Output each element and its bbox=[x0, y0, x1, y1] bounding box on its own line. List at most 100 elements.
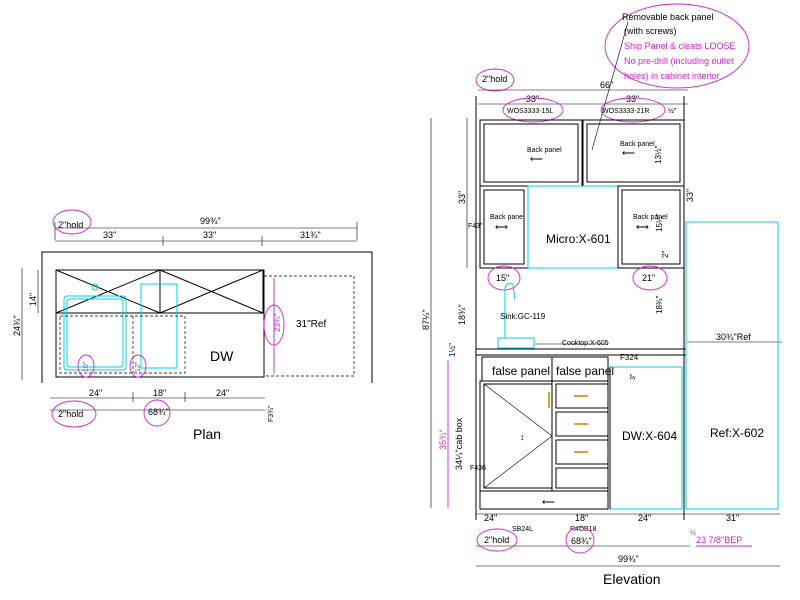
cloud-small bbox=[77, 354, 95, 378]
arrow-icon: ↕ bbox=[520, 432, 525, 442]
note-line-1: Removable back panel bbox=[622, 12, 714, 22]
drawer-1 bbox=[555, 383, 609, 409]
elev-title: Elevation bbox=[603, 571, 661, 587]
cloud-15 bbox=[487, 265, 521, 291]
dim-small-top: ½" bbox=[668, 107, 677, 115]
plan-bot-total: 68¾" bbox=[148, 407, 169, 417]
drawer-handle-1 bbox=[574, 395, 588, 397]
sink-basin bbox=[497, 337, 535, 349]
hold-cloud-top bbox=[52, 209, 92, 235]
door-handle bbox=[548, 392, 550, 408]
plan-sink-inner bbox=[66, 298, 124, 368]
elev-overall-width: 99¾" bbox=[618, 554, 639, 564]
plan-sink-dim-1: 10" bbox=[83, 361, 90, 372]
plan-hold-top: 2"hold bbox=[58, 220, 83, 230]
plan-sink-dim-2: 12" bbox=[135, 361, 142, 372]
filler-left: F43" bbox=[468, 223, 483, 230]
sb24l-label: SB24L bbox=[512, 526, 533, 533]
plan-depth-upper: 14" bbox=[28, 293, 38, 306]
toe-kick bbox=[479, 490, 609, 510]
plan-bot-24b: 24" bbox=[216, 388, 229, 398]
countertop bbox=[475, 348, 687, 356]
upper-cab-left-inner bbox=[483, 123, 579, 183]
note-line-3: Ship Panel & cleats LOOSE bbox=[624, 41, 736, 51]
back-panel-1: Back panel bbox=[527, 147, 562, 154]
cloud-total bbox=[143, 399, 171, 427]
ref-label: Ref:X-602 bbox=[710, 426, 764, 440]
plan-cooktop bbox=[140, 283, 178, 369]
plan-view: 99¾" 33" 33" 31¾" 2"hold 10" 12" bbox=[12, 209, 373, 442]
overall-height: 87¼" bbox=[421, 309, 431, 330]
plan-depth-total: 24¾" bbox=[12, 315, 22, 336]
dim-35: 35¾" bbox=[438, 429, 448, 450]
plan-faucet bbox=[91, 283, 99, 291]
elev-upper-right: 33" bbox=[626, 94, 639, 104]
false-panel-1-label: false panel bbox=[492, 364, 550, 378]
elev-bot-18: 18" bbox=[575, 513, 588, 523]
cooktop-label: Cooktop:X-605 bbox=[562, 340, 609, 347]
microwave bbox=[527, 185, 619, 269]
cloud-ref bbox=[263, 304, 285, 346]
drawer-4 bbox=[555, 467, 609, 489]
elev-bot-24a: 24" bbox=[484, 513, 497, 523]
side-cab-left-inner bbox=[483, 189, 525, 265]
wall-right-code: WOS3333-21R bbox=[602, 108, 649, 115]
code-cloud-right bbox=[600, 97, 666, 123]
plan-title: Plan bbox=[193, 426, 221, 442]
false-panel-2-label: false panel bbox=[556, 364, 614, 378]
dim-2: 2" bbox=[661, 251, 670, 258]
plan-overall-width: 99¾" bbox=[200, 216, 221, 226]
hold-cloud-bottom bbox=[51, 400, 97, 428]
ref-width: 30¾"Ref bbox=[716, 332, 751, 342]
cloud-total bbox=[565, 526, 595, 554]
plan-bot-24a: 24" bbox=[89, 388, 102, 398]
upper-cab-right-inner bbox=[586, 123, 681, 183]
dim-1-5: 1½" bbox=[448, 343, 457, 357]
side-cab-right-inner bbox=[621, 189, 681, 265]
hold-cloud-bottom bbox=[476, 528, 518, 552]
elev-bot-24b: 24" bbox=[638, 513, 651, 523]
code-cloud-left bbox=[502, 97, 564, 123]
faucet bbox=[504, 283, 516, 338]
upper-height: 33" bbox=[457, 191, 467, 204]
plan-dw-label: DW bbox=[210, 348, 234, 364]
plan-room-outline bbox=[41, 251, 373, 383]
plan-bot-18: 18" bbox=[153, 388, 166, 398]
f436-label: F436 bbox=[470, 465, 486, 472]
plan-ref-depth: 23¾" bbox=[273, 313, 282, 332]
elev-upper-left: 33" bbox=[526, 94, 539, 104]
dim-21w: 21" bbox=[642, 273, 655, 283]
bep-small: ½ bbox=[690, 529, 696, 537]
cab-box: 34¼"cab box bbox=[454, 417, 464, 470]
plan-hold-bottom: 2"hold bbox=[58, 409, 83, 419]
dim-18a: 18¾" bbox=[457, 304, 467, 325]
elev-bot-31: 31" bbox=[726, 513, 739, 523]
door-swing bbox=[483, 435, 553, 489]
plan-x-line bbox=[55, 269, 161, 314]
plan-ref-label: 31"Ref bbox=[296, 319, 326, 330]
drawer-3 bbox=[555, 439, 609, 465]
cloud-21 bbox=[632, 265, 668, 291]
arrow-icon: ⟷ bbox=[495, 222, 508, 232]
elev-bot-total: 68¾" bbox=[571, 536, 592, 546]
refrigerator bbox=[685, 221, 779, 510]
drawer-handle-2 bbox=[574, 423, 588, 425]
note-line-5: holes) in cabinet interior bbox=[624, 71, 720, 81]
cloud-small bbox=[129, 354, 147, 378]
arrow-icon: ⟵ bbox=[622, 148, 635, 158]
arrow-icon: ⟵ bbox=[542, 497, 555, 507]
plan-seg-mid: 33" bbox=[203, 230, 216, 240]
dw-label: DW:X-604 bbox=[622, 429, 677, 443]
arrow-icon: ⟵ bbox=[530, 154, 543, 164]
plan-fill-right: F3¾" bbox=[268, 405, 275, 422]
plan-seg-right: 31¾" bbox=[300, 230, 321, 240]
sink-base-door bbox=[483, 383, 553, 489]
drawer-2 bbox=[555, 411, 609, 437]
wall-left-code: WOS3333-15L bbox=[507, 108, 553, 115]
note-cloud bbox=[604, 3, 750, 89]
back-panel-4: Back panel bbox=[633, 214, 668, 221]
dim-15w: 15" bbox=[496, 273, 509, 283]
side-cab-right bbox=[617, 185, 685, 269]
back-panel-3: Back panel bbox=[490, 214, 525, 221]
